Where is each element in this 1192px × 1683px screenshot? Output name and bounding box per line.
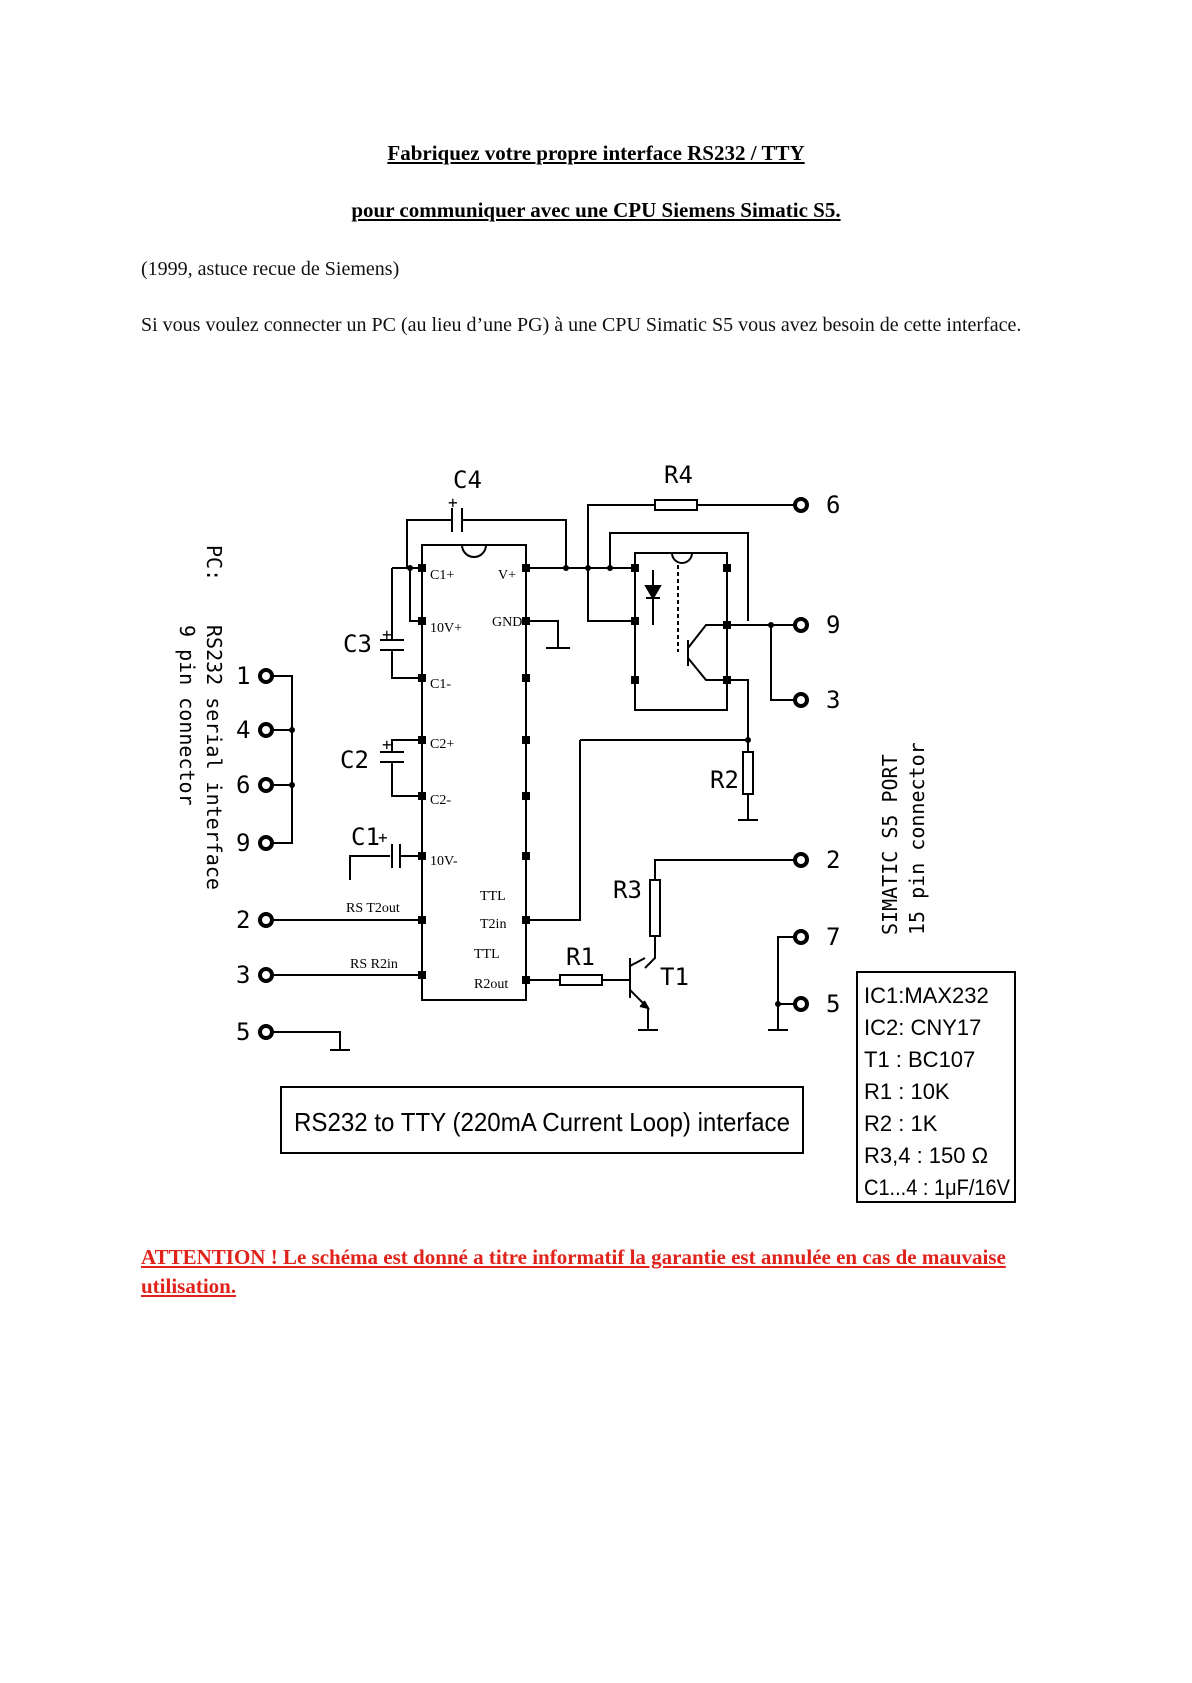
pc-connector-title: PC: [202, 545, 226, 581]
pc-connector-line1: RS232 serial interface [202, 625, 226, 890]
s5-pin-6-label: 6 [826, 491, 840, 519]
pc-pin-5-label: 5 [236, 1018, 250, 1046]
c2-plus-sign: + [382, 735, 392, 754]
ic-pin-r2out: R2out [474, 977, 508, 992]
ic-pin-10vm: 10V- [430, 854, 458, 869]
t1-label: T1 [660, 963, 689, 991]
pc-pin-4-label: 4 [236, 716, 250, 744]
ic-pin-vplus: V+ [498, 568, 516, 583]
ic2-notch [671, 552, 693, 564]
ic2-body [634, 552, 728, 711]
c3-label: C3 [343, 630, 372, 658]
ic-pin-c1m: C1- [430, 677, 451, 692]
parts-r2: R2 : 1K [864, 1111, 938, 1136]
c4-label: C4 [453, 466, 482, 494]
pc-pin-1-label: 1 [236, 662, 250, 690]
parts-t1: T1 : BC107 [864, 1047, 975, 1072]
s5-pin-9-label: 9 [826, 611, 840, 639]
r3-label: R3 [613, 876, 642, 904]
s5-pin-2-label: 2 [826, 846, 840, 874]
c4-plus-sign: + [448, 493, 458, 512]
c3-plus-sign: + [382, 625, 392, 644]
title-line-1: Fabriquez votre propre interface RS232 /… [387, 141, 805, 165]
parts-ic1: IC1:MAX232 [864, 983, 989, 1008]
ic-pin-ttl-b: TTL [474, 947, 500, 962]
ic-pin-ttl-a: TTL [480, 889, 506, 904]
title-line-2: pour communiquer avec une CPU Siemens Si… [351, 198, 841, 222]
pc-pin-9-label: 9 [236, 829, 250, 857]
ic1-notch [461, 544, 487, 558]
parts-r1: R1 : 10K [864, 1079, 950, 1104]
pc-connector-line2: 9 pin connector [175, 625, 199, 806]
s5-pin-7-label: 7 [826, 923, 840, 951]
s5-pin-3-label: 3 [826, 686, 840, 714]
ic-pin-t2in: T2in [480, 917, 506, 932]
c2-label: C2 [340, 746, 369, 774]
ic-pin-rs-r2in: RS R2in [350, 957, 398, 972]
pc-pin-6-label: 6 [236, 771, 250, 799]
r4-label: R4 [664, 461, 693, 489]
pc-pin-2-label: 2 [236, 906, 250, 934]
parts-ic2: IC2: CNY17 [864, 1015, 981, 1040]
ic-pin-c2p: C2+ [430, 737, 454, 752]
c1-label: C1 [351, 823, 380, 851]
ic-pin-rs-t2out: RS T2out [346, 901, 400, 916]
ic-pin-c1p: C1+ [430, 568, 454, 583]
r1-label: R1 [566, 943, 595, 971]
schematic-caption: RS232 to TTY (220mA Current Loop) interf… [294, 1107, 790, 1137]
s5-connector-line2: 15 pin connector [905, 742, 929, 935]
parts-r34: R3,4 : 150 Ω [864, 1143, 988, 1168]
ic-pin-gnd: GND [492, 615, 522, 630]
ic-pin-10vp: 10V+ [430, 621, 462, 636]
parts-c14: C1...4 : 1μF/16V [864, 1175, 1010, 1200]
r2-label: R2 [710, 766, 739, 794]
warning-notice: ATTENTION ! Le schéma est donné a titre … [141, 1245, 1006, 1298]
pc-pin-3-label: 3 [236, 961, 250, 989]
paragraph-intro: Si vous voulez connecter un PC (au lieu … [141, 314, 1022, 336]
c1-plus-sign: + [378, 828, 388, 847]
s5-pin-5-label: 5 [826, 990, 840, 1018]
ic1-body [421, 544, 527, 1001]
ic-pin-c2m: C2- [430, 793, 451, 808]
paragraph-source: (1999, astuce recue de Siemens) [141, 258, 400, 280]
s5-connector-line1: SIMATIC S5 PORT [878, 754, 902, 935]
